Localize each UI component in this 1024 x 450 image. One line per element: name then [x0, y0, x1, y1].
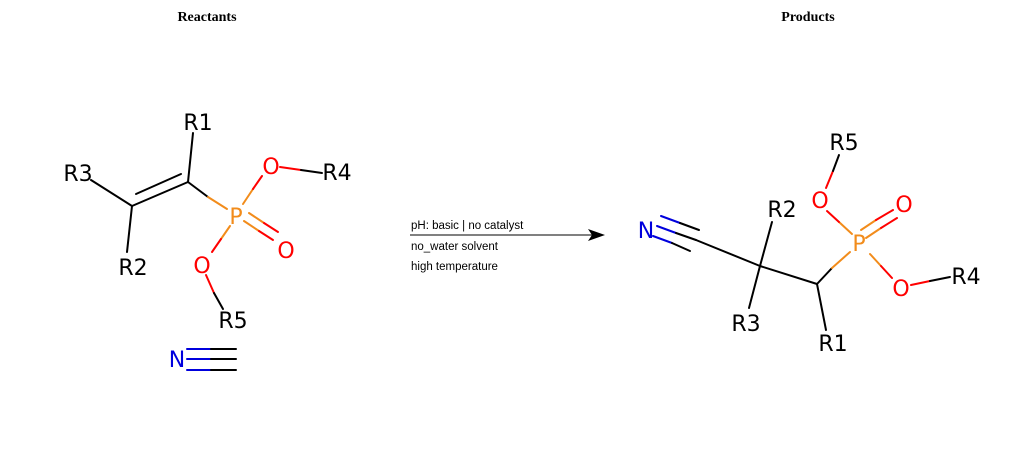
bond-o-r4-red — [910, 280, 931, 286]
bond-r3-c2 — [90, 179, 133, 207]
bond-p-o-double-1-red — [258, 230, 274, 241]
bond-n-c-triple-1-blue — [656, 225, 677, 234]
reactant-o-r5-label: O — [193, 254, 210, 279]
reactant-o-r4-label: O — [262, 155, 279, 180]
reactants-header: Reactants — [177, 10, 237, 25]
reactant-r3-label: R3 — [63, 162, 92, 187]
bond-n-c-triple-3-black — [671, 242, 691, 252]
reactant-r1-label: R1 — [183, 111, 212, 136]
bond-p-o-r4-orange — [242, 188, 254, 205]
product-cyanophosphonate: N R2 R3 R1 P O R5 O O R4 — [638, 131, 981, 357]
product-o-r4-label: O — [892, 277, 909, 302]
bond-ch-p-orange — [831, 251, 851, 269]
bond-c1-p-black — [187, 181, 209, 198]
product-r3-label: R3 — [731, 312, 760, 337]
bond-cq-r2 — [759, 221, 773, 267]
product-r5-label: R5 — [829, 131, 858, 156]
bond-p-o-double-1-orange — [860, 219, 877, 231]
bond-n-c-triple-2-black — [679, 222, 700, 231]
reactant-p-label: P — [229, 205, 242, 230]
bond-c1-r1 — [187, 132, 194, 183]
bond-p-o-r5-orange — [220, 225, 231, 240]
condition-line-2: no_water solvent — [411, 241, 499, 253]
reactant-o-double-label: O — [277, 239, 294, 264]
bond-n-c-triple-3-blue — [652, 235, 673, 244]
bond-c2-c1-double — [135, 173, 182, 195]
condition-line-3: high temperature — [411, 261, 498, 273]
bond-ch-p-black — [816, 267, 833, 285]
bond-c2-c1 — [131, 181, 189, 207]
bond-p-o-r5-red — [826, 210, 840, 223]
bond-n-c-triple-1-black — [675, 232, 697, 241]
bond-cq-ch — [759, 265, 818, 285]
bond-o-r4-black — [929, 276, 951, 282]
bond-p-o-r5-orange — [838, 221, 853, 235]
bond-p-o-r4-orange — [869, 253, 882, 267]
bond-ch-r1 — [816, 283, 827, 331]
bond-o-r5-black — [832, 154, 840, 172]
reactant-cyanide: N — [169, 348, 237, 373]
bond-c1-p-orange — [207, 196, 228, 210]
bond-p-o-double-2-red — [880, 217, 898, 229]
bond-p-o-r5-red — [211, 238, 222, 253]
reactant-n-label: N — [169, 348, 185, 373]
bond-cn-cq — [695, 239, 761, 267]
condition-line-1: pH: basic | no catalyst — [411, 220, 524, 232]
reaction-arrow — [410, 229, 605, 241]
bond-c2-r2 — [126, 205, 133, 253]
bond-p-o-double-1-red — [875, 209, 894, 221]
product-r2-label: R2 — [767, 198, 796, 223]
bond-p-o-r4-red — [252, 175, 263, 190]
product-r1-label: R1 — [818, 332, 847, 357]
reactant-r2-label: R2 — [118, 256, 147, 281]
bond-p-o-double-2-red — [263, 222, 279, 233]
bond-p-o-double-1-orange — [243, 220, 260, 232]
product-o-double-label: O — [895, 193, 912, 218]
product-p-label: P — [852, 232, 865, 257]
bond-cq-r3 — [748, 265, 761, 309]
products-header: Products — [781, 10, 835, 25]
product-o-r5-label: O — [811, 189, 828, 214]
bond-o-r5-red — [205, 274, 215, 294]
reactant-r4-label: R4 — [322, 161, 351, 186]
bond-p-o-double-2-orange — [865, 227, 882, 239]
reactant-vinylphosphonate: R3 R1 R2 P O R4 O O R5 — [63, 111, 351, 334]
bond-p-o-double-2-orange — [248, 212, 265, 224]
reactant-r5-label: R5 — [218, 309, 247, 334]
product-r4-label: R4 — [951, 265, 980, 290]
bond-o-r4-red — [279, 166, 302, 171]
bond-o-r5-black — [213, 292, 224, 310]
bond-n-c-triple-2-blue — [660, 215, 681, 224]
bond-p-o-r4-red — [880, 265, 893, 279]
product-n-label: N — [638, 219, 654, 244]
bond-o-r4-black — [300, 169, 323, 174]
bond-o-r5-red — [825, 170, 834, 189]
